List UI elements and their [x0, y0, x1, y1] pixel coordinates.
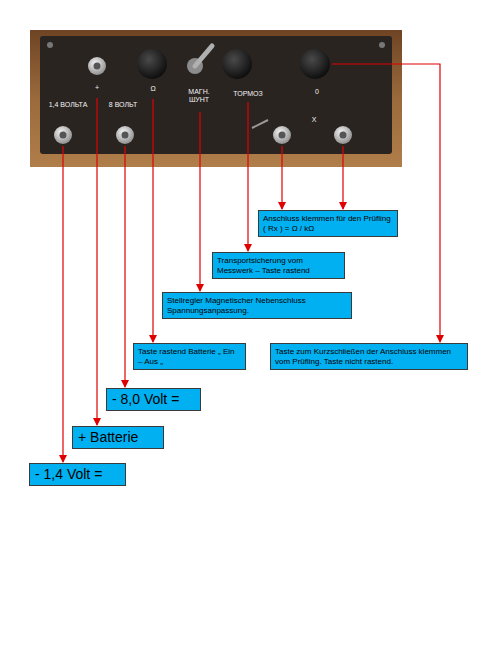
leader-line: [281, 146, 282, 209]
screw: [379, 42, 385, 48]
callout-box: - 1,4 Volt =: [29, 463, 126, 486]
callout-text: Taste zum Kurzschließen der Anschluss kl…: [275, 347, 463, 366]
callout-text: + Batterie: [78, 429, 158, 446]
callout-box: Stellregler Magnetischer Nebenschluss Sp…: [162, 292, 352, 319]
push-button: [300, 49, 330, 79]
panel-label: ТОРМОЗ: [228, 90, 268, 98]
panel-label: X: [308, 116, 320, 124]
callout-text: Transportsicherung vom Messwerk – Taste …: [217, 256, 340, 275]
callout-text: - 1,4 Volt =: [35, 466, 120, 483]
terminal: [116, 126, 134, 144]
terminal: [340, 132, 347, 139]
leader-line: [62, 146, 63, 462]
leader-line: [247, 102, 248, 251]
leader-line: [342, 146, 343, 209]
leader-line: [124, 146, 125, 387]
callout-box: Taste zum Kurzschließen der Anschluss kl…: [270, 343, 468, 370]
terminal: [273, 126, 291, 144]
leader-line: [199, 112, 200, 291]
panel-label: 1,4 ВОЛЬТА: [44, 101, 92, 109]
callout-box: Taste rastend Batterie „ Ein – Aus „: [133, 343, 246, 370]
callout-text: Taste rastend Batterie „ Ein – Aus „: [138, 347, 241, 366]
screw: [47, 42, 53, 48]
terminal: [94, 63, 101, 70]
shunt-lever: [195, 46, 212, 66]
callout-text: Anschluss klemmen für den Prüfling ( Rx …: [263, 214, 393, 233]
terminal: [88, 57, 106, 75]
terminal: [279, 132, 286, 139]
callout-box: Transportsicherung vom Messwerk – Taste …: [212, 252, 345, 279]
panel-label: +: [92, 84, 102, 92]
callout-box: Anschluss klemmen für den Prüfling ( Rx …: [258, 210, 398, 237]
leader-line: [96, 98, 97, 425]
callout-box: + Batterie: [72, 426, 164, 449]
terminal: [54, 126, 72, 144]
terminal: [122, 132, 129, 139]
front-panel: [40, 36, 392, 154]
small-lever: [252, 120, 268, 128]
callout-box: - 8,0 Volt =: [106, 388, 201, 411]
panel-label: Ω: [147, 85, 159, 93]
push-button: [137, 49, 167, 79]
callout-text: Stellregler Magnetischer Nebenschluss Sp…: [167, 296, 347, 315]
wooden-case: [30, 30, 402, 167]
leader-line: [152, 99, 153, 342]
panel-label: 8 ВОЛЬТ: [104, 101, 142, 109]
panel-label: 0: [311, 88, 323, 96]
panel-label: МАГН. ШУНТ: [184, 88, 214, 104]
terminal: [334, 126, 352, 144]
terminal: [60, 132, 67, 139]
callout-text: - 8,0 Volt =: [112, 391, 195, 408]
push-button: [222, 49, 252, 79]
